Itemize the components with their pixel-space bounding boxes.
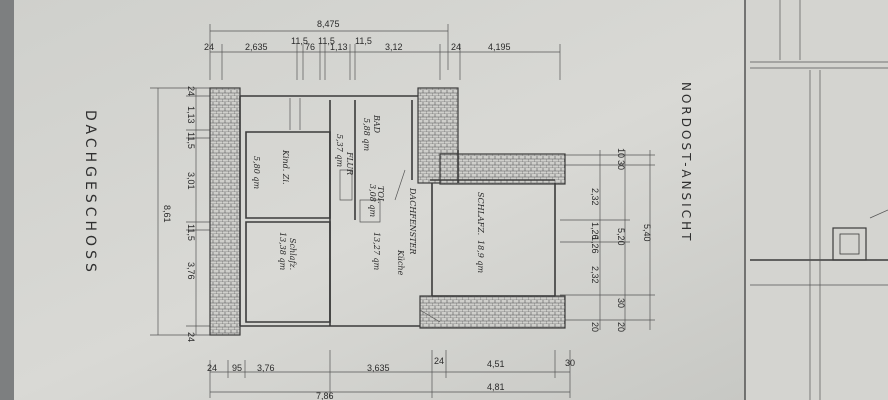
title-nordost-ansicht: NORDOST-ANSICHT (679, 82, 693, 243)
dim-top-4: 11,5 (318, 36, 335, 46)
right-upper-brick-wall (439, 153, 566, 185)
left-brick-wall (209, 87, 241, 336)
room-schlafz-2-area: 18,9 qm (476, 240, 485, 273)
room-flur: FLUR (345, 151, 354, 175)
dim-right-8: 20 (616, 322, 626, 332)
dim-top-7: 3,12 (385, 42, 403, 52)
dim-left-6: 24 (186, 332, 196, 342)
dim-right-0: 10 (616, 148, 626, 158)
dim-bottom-4: 24 (434, 356, 444, 366)
dim-top-8: 24 (451, 42, 461, 52)
dim-right-total-520: 5,20 (616, 228, 626, 246)
dim-bottom-1: 95 (232, 363, 242, 373)
dim-right-4: 1,26 (590, 236, 600, 254)
right-lower-brick-wall (419, 295, 566, 329)
dim-top-total: 8,475 (317, 19, 340, 29)
dim-bottom-total-481: 4,81 (487, 382, 505, 392)
dim-bottom-0: 24 (207, 363, 217, 373)
dim-left-1: 1,13 (186, 106, 196, 124)
room-schlafz: Schlafz. (288, 238, 297, 270)
bottom-dimension-chain: 24 95 3,76 3,635 24 4,51 30 7,86 4,81 (207, 350, 575, 400)
room-kind-zi: Kind. Zi. (281, 149, 290, 185)
dim-top-9: 4,195 (488, 42, 511, 52)
room-toi: TOI. (376, 186, 385, 204)
room-bad-area: 5,88 qm (362, 118, 371, 151)
title-dachgeschoss: DACHGESCHOSS (82, 110, 98, 276)
room-schlafz-area: 13,38 qm (278, 232, 287, 271)
dim-top-2: 11,5 (291, 36, 308, 46)
room-bad: BAD (372, 114, 381, 134)
floor-plan: Kind. Zi. 5,80 qm BAD 5,88 qm FLUR 5,37 … (209, 87, 566, 336)
dim-right-3: 1,26 (590, 222, 600, 240)
dim-left-4: 11,5 (186, 224, 196, 241)
right-sheet-drawing (750, 0, 888, 400)
dim-bottom-3: 3,635 (367, 363, 390, 373)
dim-top-5: 1,13 (330, 42, 348, 52)
dim-right-total-540: 5,40 (642, 224, 652, 242)
room-flur-area: 5,37 qm (335, 134, 344, 167)
dim-bottom-total-786: 7,86 (316, 391, 334, 400)
room-kueche-area: 13,27 qm (372, 232, 381, 271)
dim-top-6: 11,5 (355, 36, 372, 46)
room-schlafz-2: SCHLAFZ. (476, 192, 485, 235)
dim-bottom-5: 4,51 (487, 359, 505, 369)
dim-top-1: 2,635 (245, 42, 268, 52)
dim-top-0: 24 (204, 42, 214, 52)
dim-left-2: 11,5 (186, 132, 196, 149)
dim-left-3: 3,01 (186, 172, 196, 190)
room-kueche: Küche (396, 249, 405, 276)
left-dark-edge (0, 0, 14, 400)
room-toi-area: 3,08 qm (368, 184, 377, 217)
dim-right-1: 30 (616, 160, 626, 170)
room-kind-zi-area: 5,80 qm (252, 156, 261, 189)
dim-bottom-6: 30 (565, 358, 575, 368)
dim-left-total: 8,61 (162, 205, 172, 223)
dim-bottom-2: 3,76 (257, 363, 275, 373)
right-sheet-overlap (745, 0, 888, 400)
top-dimension-chain: 8,475 24 2,635 11,5 76 11,5 1,13 11,5 3,… (204, 19, 561, 80)
dim-right-2: 2,32 (590, 188, 600, 206)
dim-top-3: 76 (305, 42, 315, 52)
label-dachfenster: DACHFENSTER (408, 187, 417, 254)
dim-right-6: 30 (616, 298, 626, 308)
right-dimension-chain: 10 30 2,32 1,26 1,26 2,32 30 20 20 5,20 … (560, 148, 655, 332)
dim-left-0: 24 (186, 86, 196, 96)
dim-left-5: 3,76 (186, 262, 196, 280)
dim-right-5: 2,32 (590, 266, 600, 284)
dim-right-7: 20 (590, 322, 600, 332)
